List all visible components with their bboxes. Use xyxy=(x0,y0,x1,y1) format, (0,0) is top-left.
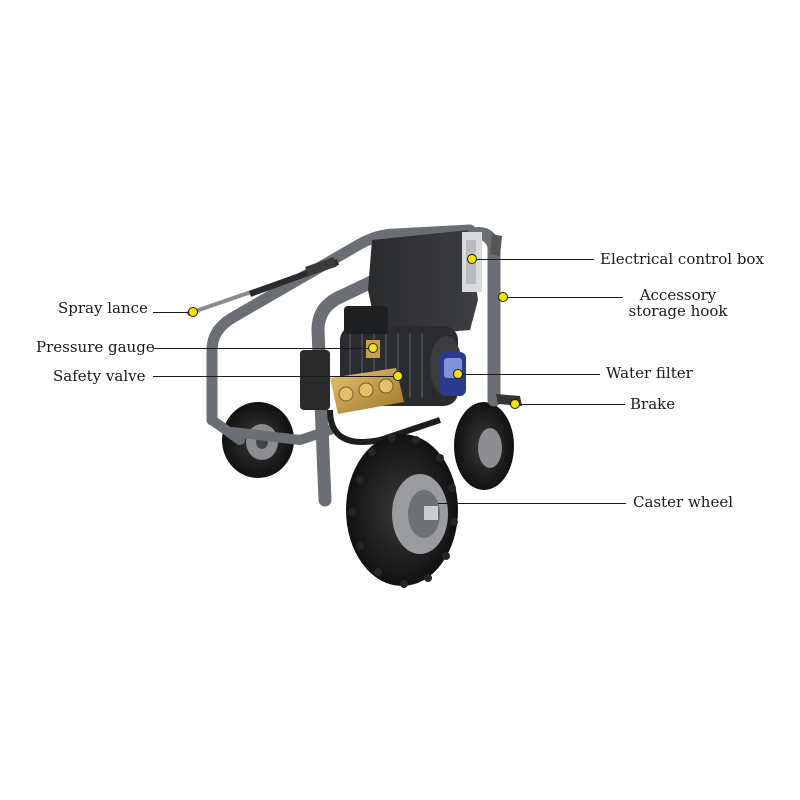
leader-line-caster-wheel xyxy=(438,503,626,505)
spray-lance xyxy=(187,257,340,316)
leader-line-electrical-control-box xyxy=(472,259,594,261)
marker-dot-icon xyxy=(498,292,508,302)
control-box xyxy=(368,230,502,338)
leader-line-pressure-gauge xyxy=(153,348,373,350)
marker-dot-icon xyxy=(188,307,198,317)
label-pressure-gauge: Pressure gauge xyxy=(36,338,155,356)
leader-line-accessory-storage-hook xyxy=(503,297,623,299)
label-accessory-storage-hook-line2: storage hook xyxy=(628,302,728,320)
front-caster-wheel xyxy=(346,434,458,588)
label-electrical-control-box: Electrical control box xyxy=(600,250,764,268)
leader-line-safety-valve xyxy=(153,376,398,378)
marker-dot-icon xyxy=(393,371,403,381)
label-accessory-storage-hook: Accessory storage hook xyxy=(628,287,728,319)
label-accessory-storage-hook-line1: Accessory xyxy=(639,286,717,304)
marker-dot-icon xyxy=(510,399,520,409)
marker-dot-icon xyxy=(467,254,477,264)
label-safety-valve: Safety valve xyxy=(53,367,146,385)
label-caster-wheel: Caster wheel xyxy=(633,493,734,511)
rear-right-wheel xyxy=(454,402,514,490)
pump-head xyxy=(300,340,441,445)
leader-line-brake xyxy=(515,404,625,406)
marker-dot-icon xyxy=(368,343,378,353)
label-water-filter: Water filter xyxy=(606,364,693,382)
leader-line-water-filter xyxy=(458,374,600,376)
label-brake: Brake xyxy=(630,395,676,413)
label-spray-lance: Spray lance xyxy=(58,299,148,317)
marker-dot-icon xyxy=(453,369,463,379)
leader-line-spray-lance xyxy=(153,312,193,314)
